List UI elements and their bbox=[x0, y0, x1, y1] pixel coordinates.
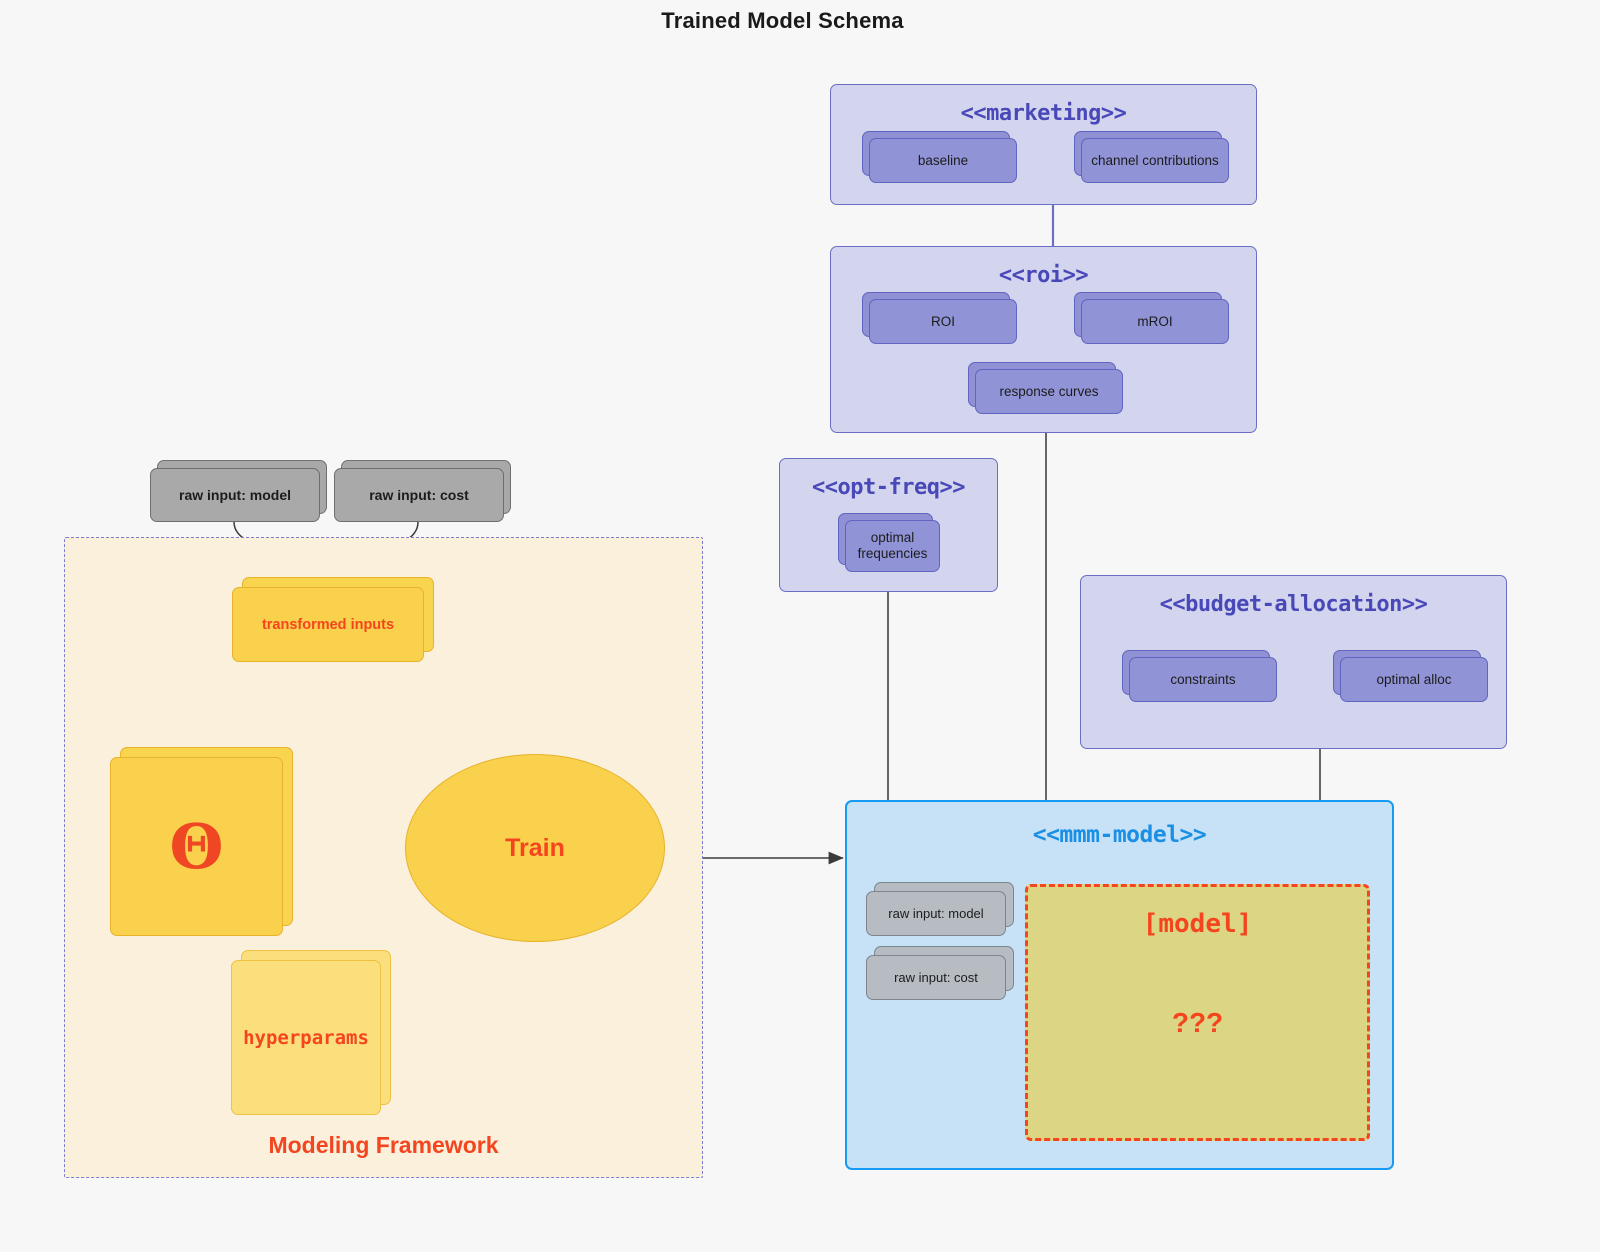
node-constraints-label: constraints bbox=[1129, 657, 1277, 702]
node-mmm-raw-input-cost-label: raw input: cost bbox=[866, 955, 1006, 1000]
package-opt-freq-title: <<opt-freq>> bbox=[812, 475, 965, 500]
node-response-curves-label: response curves bbox=[975, 369, 1123, 414]
node-baseline-label: baseline bbox=[869, 138, 1017, 183]
node-transformed-inputs-label: transformed inputs bbox=[232, 587, 424, 662]
node-transformed-inputs[interactable]: transformed inputs bbox=[232, 577, 434, 662]
node-mmm-raw-input-cost[interactable]: raw input: cost bbox=[866, 946, 1014, 1000]
node-raw-input-cost[interactable]: raw input: cost bbox=[334, 460, 511, 522]
modeling-framework-label: Modeling Framework bbox=[268, 1132, 499, 1158]
node-response-curves[interactable]: response curves bbox=[968, 362, 1123, 414]
package-marketing-title: <<marketing>> bbox=[960, 101, 1127, 126]
node-baseline[interactable]: baseline bbox=[862, 131, 1017, 183]
node-mroi-label: mROI bbox=[1081, 299, 1229, 344]
node-roi[interactable]: ROI bbox=[862, 292, 1017, 344]
node-raw-input-model[interactable]: raw input: model bbox=[150, 460, 327, 522]
page-title: Trained Model Schema bbox=[661, 8, 904, 33]
node-train[interactable]: Train bbox=[405, 754, 665, 942]
package-budget-allocation-title: <<budget-allocation>> bbox=[1159, 592, 1428, 617]
node-mmm-raw-input-model[interactable]: raw input: model bbox=[866, 882, 1014, 936]
node-optimal-frequencies[interactable]: optimal frequencies bbox=[838, 513, 940, 572]
model-placeholder-box[interactable]: [model] ??? bbox=[1025, 884, 1370, 1141]
node-raw-input-cost-label: raw input: cost bbox=[334, 468, 504, 522]
model-placeholder-label: [model] bbox=[1142, 909, 1253, 939]
node-optimal-alloc-label: optimal alloc bbox=[1340, 657, 1488, 702]
node-channel-contributions-label: channel contributions bbox=[1081, 138, 1229, 183]
node-mroi[interactable]: mROI bbox=[1074, 292, 1229, 344]
node-mmm-raw-input-model-label: raw input: model bbox=[866, 891, 1006, 936]
node-optimal-alloc[interactable]: optimal alloc bbox=[1333, 650, 1488, 702]
node-hyperparams[interactable]: hyperparams bbox=[231, 950, 391, 1115]
node-raw-input-model-label: raw input: model bbox=[150, 468, 320, 522]
node-roi-label: ROI bbox=[869, 299, 1017, 344]
node-train-label: Train bbox=[505, 833, 565, 862]
node-optimal-frequencies-label: optimal frequencies bbox=[845, 520, 940, 572]
node-channel-contributions[interactable]: channel contributions bbox=[1074, 131, 1229, 183]
node-theta-label: Θ bbox=[110, 757, 283, 936]
model-placeholder-unknown: ??? bbox=[1171, 1007, 1224, 1038]
node-theta[interactable]: Θ bbox=[110, 747, 293, 936]
package-roi-title: <<roi>> bbox=[998, 263, 1089, 288]
node-constraints[interactable]: constraints bbox=[1122, 650, 1277, 702]
node-hyperparams-label: hyperparams bbox=[231, 960, 381, 1115]
package-mmm-model-title: <<mmm-model>> bbox=[1032, 822, 1207, 848]
